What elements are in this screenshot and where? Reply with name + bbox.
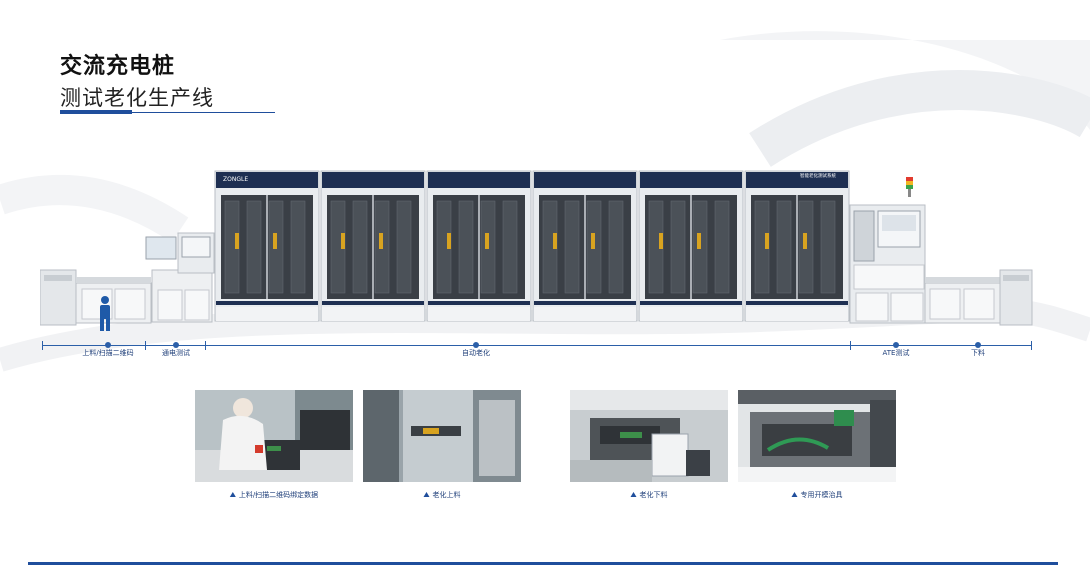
aging-cabinet <box>744 170 850 322</box>
process-label-power-test: 通电测试 <box>162 349 190 357</box>
timeline-tick <box>42 341 43 350</box>
caption-aging-loading: 老化上料 <box>423 490 461 500</box>
triangle-up-icon <box>423 492 430 497</box>
title-underline <box>60 110 275 114</box>
timeline-dot <box>105 342 111 348</box>
aging-cabinet <box>426 170 532 322</box>
process-label-unloading: 下料 <box>971 349 985 357</box>
timeline-dot <box>173 342 179 348</box>
triangle-up-icon <box>229 492 236 497</box>
aging-cabinet <box>320 170 426 322</box>
caption-loading-scan: 上料/扫描二维码绑定数据 <box>229 490 318 500</box>
timeline-axis <box>42 345 1032 346</box>
page-title: 交流充电桩 <box>60 54 176 79</box>
production-line-illustration: ZONGLE 智能老化测试系统 <box>40 170 1033 331</box>
triangle-up-icon <box>791 492 798 497</box>
triangle-up-icon <box>630 492 637 497</box>
caption-special-fixture: 专用开模治具 <box>791 490 843 500</box>
photo-aging-loading <box>363 390 521 482</box>
loading-station <box>40 269 152 326</box>
timeline-dot <box>893 342 899 348</box>
aging-cabinet <box>214 170 320 322</box>
ate-test-station <box>849 177 926 324</box>
aging-cabinet <box>638 170 744 322</box>
photo-loading-scan <box>195 390 353 482</box>
unloading-station <box>924 269 1033 326</box>
timeline-tick <box>205 341 206 350</box>
photo-aging-unloading <box>570 390 728 482</box>
timeline-dot <box>473 342 479 348</box>
process-label-ate-test: ATE测试 <box>882 349 910 357</box>
page-subtitle: 测试老化生产线 <box>60 86 214 110</box>
title-block: 交流充电桩 测试老化生产线 <box>60 48 214 112</box>
machine-panel-text: 智能老化测试系统 <box>800 172 836 179</box>
timeline-dot <box>975 342 981 348</box>
caption-aging-unloading: 老化下料 <box>630 490 668 500</box>
process-timeline: 上料/扫描二维码 通电测试 自动老化 ATE测试 下料 <box>42 325 1032 357</box>
timeline-tick <box>1031 341 1032 350</box>
power-test-station <box>145 232 215 323</box>
photo-special-fixture <box>738 390 896 482</box>
process-label-auto-aging: 自动老化 <box>462 349 490 357</box>
machine-logo-text: ZONGLE <box>223 176 248 183</box>
timeline-tick <box>850 341 851 350</box>
bottom-divider <box>28 562 1058 565</box>
person-icon <box>100 296 110 331</box>
process-label-loading: 上料/扫描二维码 <box>82 349 134 357</box>
aging-cabinet <box>532 170 638 322</box>
aging-cabinets <box>214 170 850 322</box>
timeline-tick <box>145 341 146 350</box>
